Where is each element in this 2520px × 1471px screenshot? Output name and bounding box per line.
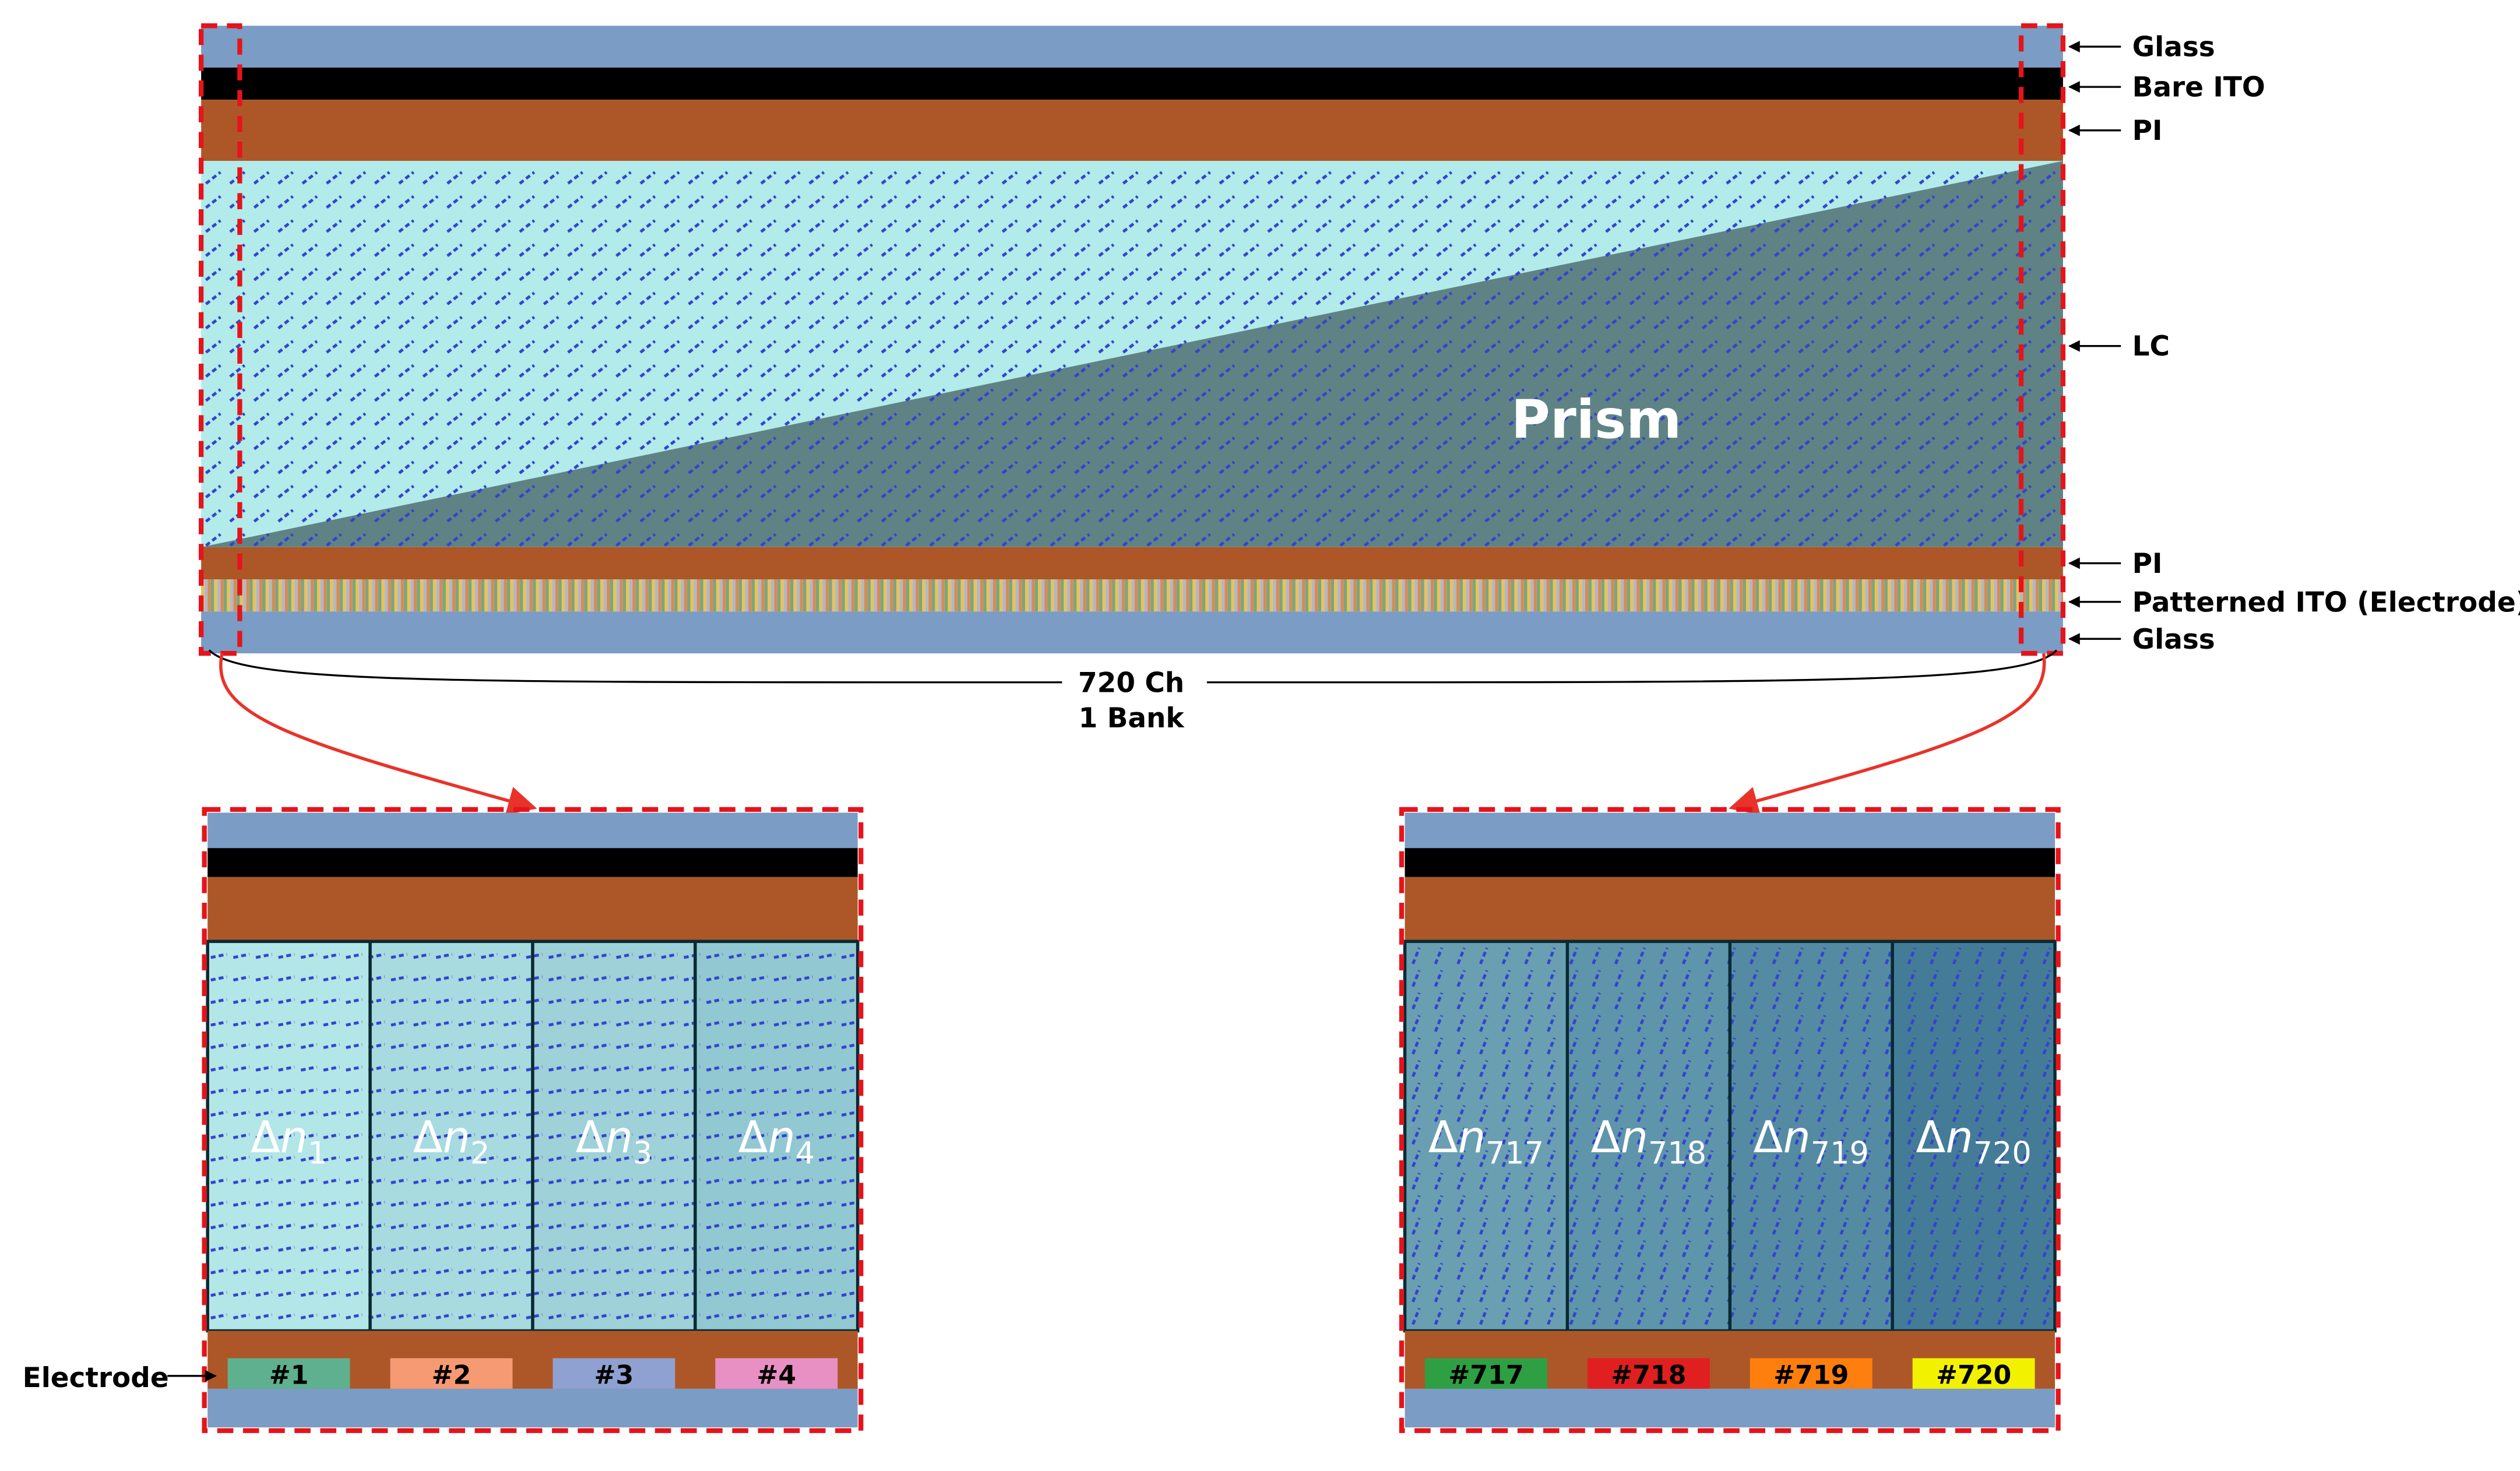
bare-ito-layer (201, 67, 2063, 100)
left-electrode (715, 1358, 838, 1389)
bank-count-label: 1 Bank (1079, 702, 1185, 734)
patterned-ito-layer (201, 579, 2063, 612)
subscript: 719 (1811, 1135, 1869, 1171)
n-variable: n (1458, 1112, 1486, 1163)
right-electrode-label: #717 (1448, 1361, 1523, 1391)
right-zoom-glass-top (1405, 812, 2056, 849)
left-zoom-glass-bottom (207, 1388, 858, 1428)
delta-symbol: Δ (1428, 1112, 1458, 1163)
left-zoom-electrodes (227, 1358, 838, 1389)
glass-top-layer (201, 26, 2063, 68)
right-electrode (1750, 1358, 1873, 1389)
prism-label: Prism (1511, 389, 1681, 451)
layer-labels: Glass Bare ITO PI LC PI Patterned ITO (E… (2068, 31, 2520, 656)
n-variable: n (606, 1112, 633, 1163)
main-stack: Prism (199, 23, 2066, 656)
right-delta-n-label: Δn720 (1916, 1112, 2031, 1171)
subscript: 4 (796, 1135, 815, 1171)
subscript: 718 (1648, 1135, 1706, 1171)
left-electrode (390, 1358, 513, 1389)
left-delta-n-label: Δn4 (738, 1112, 815, 1171)
n-variable: n (1783, 1112, 1811, 1163)
delta-symbol: Δ (738, 1112, 768, 1163)
brace-right-curve (1206, 649, 2058, 684)
right-electrode-label: #718 (1611, 1361, 1686, 1391)
left-electrode-label: #4 (756, 1361, 796, 1391)
subscript: 717 (1486, 1135, 1544, 1171)
delta-symbol: Δ (413, 1112, 443, 1163)
delta-symbol: Δ (1754, 1112, 1783, 1163)
label-pi-bottom: PI (2132, 548, 2163, 580)
delta-symbol: Δ (1591, 1112, 1621, 1163)
left-electrode (227, 1358, 350, 1389)
channel-brace: 720 Ch 1 Bank (208, 649, 2058, 734)
right-electrode-label: #719 (1773, 1361, 1849, 1391)
pi-bottom-layer (201, 547, 2063, 580)
label-glass-bottom: Glass (2132, 624, 2215, 656)
n-variable: n (1945, 1112, 1973, 1163)
subscript: 720 (1973, 1135, 2032, 1171)
n-variable: n (768, 1112, 795, 1163)
pi-top-layer (201, 100, 2063, 161)
subscript: 1 (308, 1135, 327, 1171)
label-glass-top: Glass (2132, 31, 2215, 64)
right-zoom-bare-ito (1405, 848, 2056, 877)
left-delta-n-label: Δn1 (251, 1112, 328, 1171)
left-electrode-label: #3 (594, 1361, 634, 1391)
left-delta-n-label: Δn3 (576, 1112, 653, 1171)
right-electrode (1425, 1358, 1547, 1389)
right-delta-n-label: Δn717 (1428, 1112, 1544, 1171)
right-electrode-label: #720 (1936, 1361, 2011, 1391)
n-variable: n (280, 1112, 308, 1163)
glass-bottom-layer (201, 611, 2063, 654)
delta-symbol: Δ (1916, 1112, 1945, 1163)
label-bare-ito: Bare ITO (2132, 72, 2265, 104)
delta-symbol: Δ (251, 1112, 280, 1163)
left-zoom-glass-top (207, 812, 858, 849)
right-zoom-electrodes (1425, 1358, 2035, 1389)
right-electrode (1912, 1358, 2035, 1389)
left-zoom-bare-ito (207, 848, 858, 877)
label-patterned-ito: Patterned ITO (Electrode) (2132, 586, 2520, 618)
n-variable: n (1621, 1112, 1648, 1163)
arrow-to-left-zoom (219, 653, 537, 815)
n-variable: n (443, 1112, 470, 1163)
right-zoom-glass-bottom (1405, 1388, 2056, 1428)
arrow-to-right-zoom (1729, 653, 2046, 815)
left-delta-n-label: Δn2 (413, 1112, 490, 1171)
right-zoom-frame (1399, 807, 2061, 1433)
right-zoom-pi-top (1405, 877, 2056, 942)
left-zoom-pi-top (207, 877, 858, 942)
label-lc: LC (2132, 330, 2170, 363)
lc-molecules (201, 166, 2063, 547)
left-electrode-label: #2 (432, 1361, 471, 1391)
subscript: 3 (633, 1135, 652, 1171)
label-pi-top: PI (2132, 115, 2163, 147)
left-electrode (552, 1358, 675, 1389)
right-delta-n-label: Δn719 (1754, 1112, 1869, 1171)
left-electrode-label: #1 (269, 1361, 309, 1391)
brace-left-curve (208, 649, 1062, 684)
subscript: 2 (470, 1135, 490, 1171)
delta-symbol: Δ (576, 1112, 606, 1163)
left-zoom-frame (202, 807, 864, 1433)
right-electrode (1587, 1358, 1710, 1389)
right-delta-n-label: Δn718 (1591, 1112, 1706, 1171)
channel-count-label: 720 Ch (1078, 667, 1184, 699)
electrode-label: Electrode (23, 1362, 169, 1394)
